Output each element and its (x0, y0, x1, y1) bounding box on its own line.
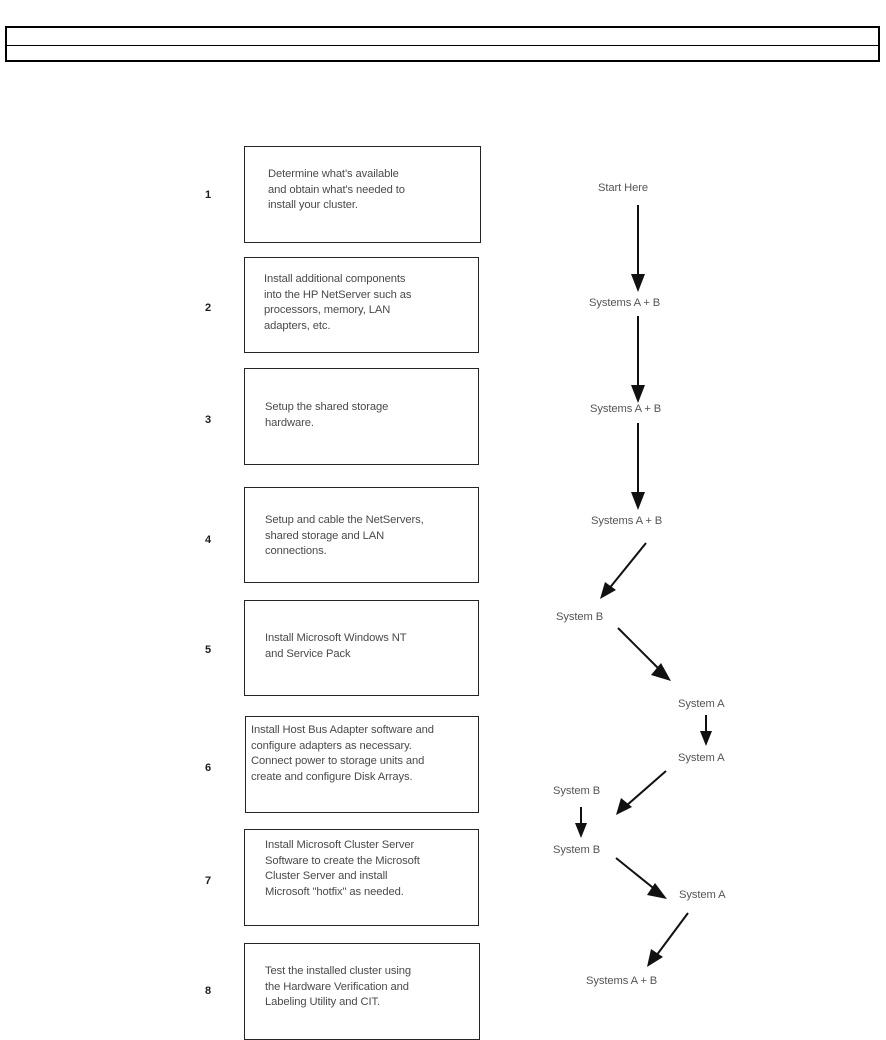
step-box-1 (244, 146, 481, 243)
step-text-6: Install Host Bus Adapter software and co… (251, 724, 434, 783)
flow-label-system-a-1: System A (678, 698, 725, 710)
header-row-divider (7, 45, 878, 46)
arrow-systems3-to-systemb1 (596, 540, 650, 602)
step-number-7: 7 (204, 875, 212, 887)
arrow-start-to-systems1 (630, 205, 646, 293)
step-text-8: Test the installed cluster using the Har… (265, 965, 412, 1008)
flow-label-system-a-3: System A (679, 889, 726, 901)
step-number-5: 5 (204, 644, 212, 656)
flow-label-systems-ab-2: Systems A + B (590, 403, 662, 415)
step-text-4: Setup and cable the NetServers, shared s… (265, 514, 424, 557)
step-box-5 (244, 600, 479, 696)
arrow-systemb2-to-systemb3 (573, 807, 589, 839)
arrow-systemb3-to-systema3 (613, 855, 675, 907)
step-number-8: 8 (204, 985, 212, 997)
step-number-2: 2 (204, 302, 212, 314)
flow-label-systems-ab-4: Systems A + B (586, 975, 658, 987)
flow-label-system-b-3: System B (553, 844, 601, 856)
arrow-systema3-to-systems4 (638, 910, 694, 972)
step-text-3: Setup the shared storage hardware. (265, 401, 389, 429)
step-number-1: 1 (204, 189, 212, 201)
step-box-2 (244, 257, 479, 353)
page-header-table (5, 26, 880, 62)
step-text-2: Install additional components into the H… (264, 273, 412, 332)
step-number-3: 3 (204, 414, 212, 426)
arrow-systems1-to-systems2 (630, 316, 646, 404)
arrow-systema2-to-systemb2 (608, 768, 670, 820)
flow-label-system-b-2: System B (553, 785, 601, 797)
flow-label-system-b-1: System B (556, 611, 604, 623)
flow-label-systems-ab-3: Systems A + B (591, 515, 663, 527)
flow-label-systems-ab-1: Systems A + B (589, 297, 661, 309)
arrow-systema1-to-systema2 (698, 715, 714, 747)
step-number-6: 6 (204, 762, 212, 774)
step-box-6 (245, 716, 479, 813)
step-number-4: 4 (204, 534, 212, 546)
step-box-7 (244, 829, 479, 926)
step-box-4 (244, 487, 479, 583)
step-box-3 (244, 368, 479, 465)
arrow-systems2-to-systems3 (630, 423, 646, 511)
step-box-8 (244, 943, 480, 1040)
arrow-systemb1-to-systema1 (615, 625, 677, 687)
step-text-5: Install Microsoft Windows NT and Service… (265, 632, 407, 660)
step-text-1: Determine what's available and obtain wh… (268, 168, 405, 211)
flow-label-system-a-2: System A (678, 752, 725, 764)
flow-label-start-here: Start Here (598, 182, 648, 194)
step-text-7: Install Microsoft Cluster Server Softwar… (265, 839, 420, 898)
